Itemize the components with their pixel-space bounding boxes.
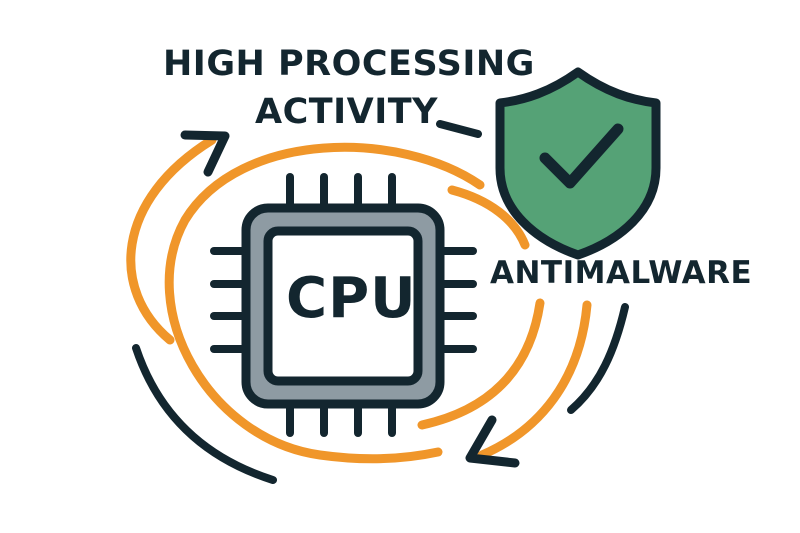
- cpu-chip-icon: [210, 173, 477, 437]
- antimalware-label: ANTIMALWARE: [490, 255, 753, 291]
- shield-check-icon: [495, 67, 661, 260]
- cycle-arrow-icon: [126, 120, 629, 484]
- cpu-label: CPU: [286, 266, 417, 331]
- title-line2: ACTIVITY: [255, 92, 438, 132]
- title-line1: HIGH PROCESSING: [163, 44, 535, 84]
